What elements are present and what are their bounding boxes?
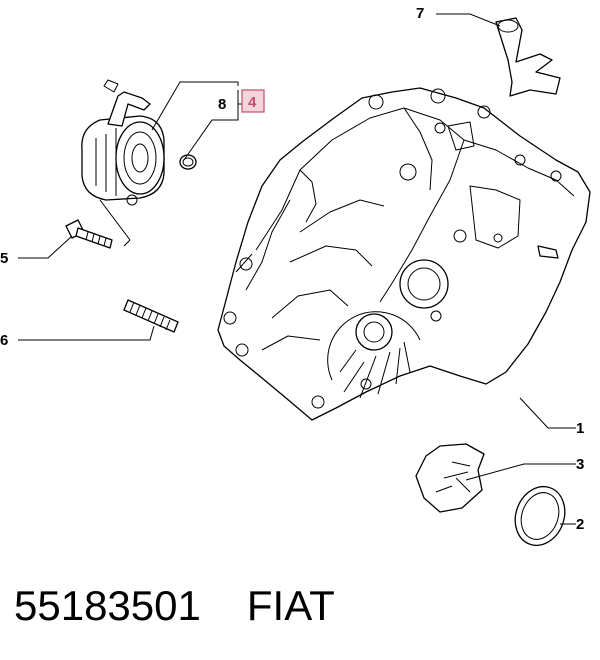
- shim-plate[interactable]: [415, 443, 485, 513]
- callout-7: 7: [416, 5, 424, 22]
- clutch-slave-cylinder[interactable]: [81, 79, 165, 206]
- callout-8: 8: [218, 96, 226, 113]
- retaining-clip[interactable]: [495, 17, 561, 97]
- seal-ring[interactable]: [507, 480, 573, 553]
- exploded-parts-diagram: 7 8 4 5 6 1 3 2: [0, 5, 591, 553]
- callout-5: 5: [0, 250, 8, 267]
- callout-6: 6: [0, 332, 8, 349]
- stud[interactable]: [123, 299, 179, 333]
- part-caption: 55183501 FIAT: [14, 576, 335, 636]
- callout-1: 1: [576, 420, 584, 437]
- callout-2: 2: [576, 516, 584, 533]
- o-ring[interactable]: [179, 154, 197, 170]
- bolt[interactable]: [65, 219, 113, 249]
- callout-4: 4: [248, 94, 257, 111]
- part-number: 55183501: [14, 582, 201, 629]
- callout-4-highlight: [241, 89, 265, 113]
- gearbox-housing[interactable]: [217, 87, 591, 421]
- brand-name: FIAT: [246, 582, 335, 629]
- callout-labels: 7 8 4 5 6 1 3 2: [0, 5, 584, 533]
- callout-3: 3: [576, 456, 584, 473]
- leader-lines: [18, 13, 576, 525]
